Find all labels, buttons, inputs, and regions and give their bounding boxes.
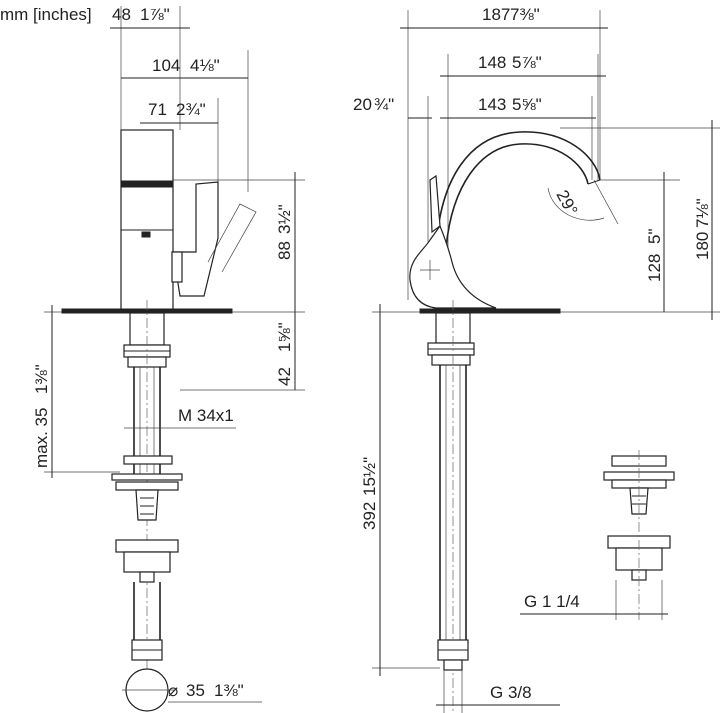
bottom-stem bbox=[139, 571, 155, 583]
lever-handle bbox=[172, 181, 219, 297]
spout-outer bbox=[435, 131, 601, 251]
dim-128-inches: 5" bbox=[645, 229, 664, 245]
dim-42-inches: 1⅝" bbox=[275, 322, 294, 352]
angle-29: 29° bbox=[552, 187, 581, 219]
bottom-nut bbox=[115, 539, 179, 553]
dim-104: 104 bbox=[152, 56, 180, 75]
thread-g38: G 3/8 bbox=[490, 683, 532, 702]
angle-ray bbox=[593, 179, 619, 225]
nut-lower bbox=[431, 354, 471, 366]
dim-187-inches: 7⅜" bbox=[510, 5, 540, 24]
mounting-plate bbox=[111, 473, 183, 481]
mounting-plate bbox=[115, 481, 179, 491]
dim-143-inches: 5⅝" bbox=[512, 95, 542, 114]
thread-g114: G 1 1/4 bbox=[524, 592, 580, 611]
spout-inner bbox=[445, 143, 589, 249]
dim-48: 48 bbox=[112, 5, 131, 24]
bottom-body bbox=[123, 551, 171, 573]
dim-max-35: max. 35 bbox=[32, 408, 51, 468]
dim-128: 128 bbox=[645, 254, 664, 282]
dim-104-inches: 4⅛" bbox=[190, 56, 220, 75]
dim-88: 88 bbox=[275, 241, 294, 260]
dim-42: 42 bbox=[275, 367, 294, 386]
lever-pivot bbox=[171, 251, 183, 283]
dim-dia-35: 35 bbox=[186, 681, 205, 700]
dim-88-inches: 3½" bbox=[275, 204, 294, 234]
drain-cap bbox=[123, 455, 173, 465]
faucet-base bbox=[409, 224, 497, 309]
thread-m34: M 34x1 bbox=[178, 406, 234, 425]
hose-end bbox=[443, 659, 463, 671]
dim-71-inches: 2¾" bbox=[176, 100, 206, 119]
units-label: mm [inches] bbox=[0, 5, 92, 24]
lever-alt-position bbox=[207, 203, 257, 273]
dim-148: 148 bbox=[478, 53, 506, 72]
dim-48-inches: 1⅞" bbox=[140, 5, 170, 24]
dim-180-inches: 7⅛" bbox=[693, 198, 712, 228]
dim-187: 187 bbox=[482, 5, 510, 24]
dim-392-inches: 15½" bbox=[360, 457, 379, 496]
deck-plate bbox=[419, 308, 561, 314]
faucet-body bbox=[120, 129, 174, 311]
dim-dia-35-inches: 1⅜" bbox=[214, 681, 244, 700]
spout-tip bbox=[587, 179, 601, 185]
lever bbox=[429, 174, 441, 234]
dim-20: 20 bbox=[353, 95, 372, 114]
right-front-view: 187 7⅜" 148 5⅞" 143 5⅝" 20 ¾" 29° bbox=[353, 5, 720, 713]
dia-symbol: ⌀ bbox=[168, 681, 178, 700]
dim-148-inches: 5⅞" bbox=[512, 53, 542, 72]
dim-20-inches: ¾" bbox=[374, 95, 394, 114]
angle-arc bbox=[547, 187, 605, 221]
dim-392: 392 bbox=[360, 502, 379, 530]
mounting-stem bbox=[135, 489, 159, 521]
dim-180: 180 bbox=[693, 232, 712, 260]
dim-71: 71 bbox=[148, 100, 167, 119]
dim-143: 143 bbox=[478, 95, 506, 114]
body-band bbox=[121, 180, 173, 188]
dim-max-35-inches: 1⅜" bbox=[32, 364, 51, 394]
left-side-view: mm [inches] 48 1⅞" 104 4⅛" 71 2¾" 88 3½" bbox=[0, 5, 305, 712]
body-mark bbox=[141, 231, 151, 238]
